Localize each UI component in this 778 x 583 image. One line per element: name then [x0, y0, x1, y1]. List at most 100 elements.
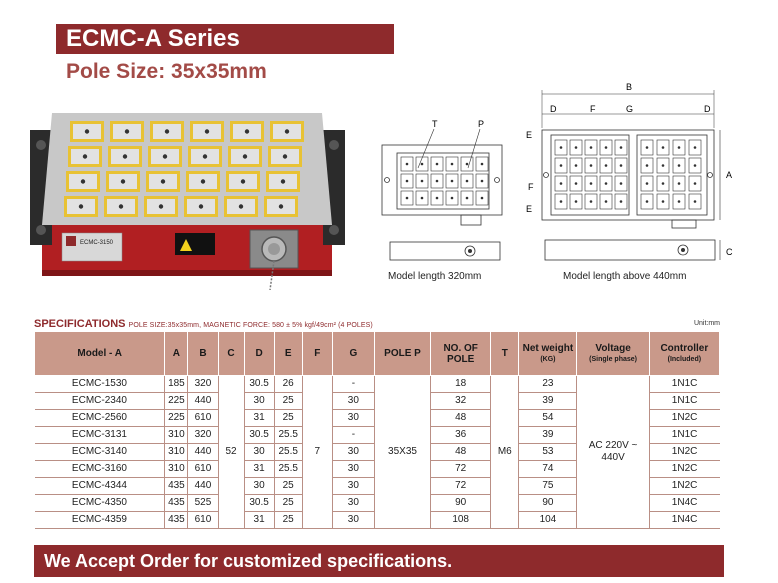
drawing-pole — [640, 157, 654, 174]
drawing-pole-hole — [435, 179, 439, 183]
cell-e: 25 — [273, 477, 303, 495]
cell-d: 30 — [243, 477, 275, 495]
cell-model: ECMC-4344 — [34, 477, 165, 495]
pole-hole — [120, 179, 126, 184]
label-a: A — [726, 170, 732, 180]
pole-hole — [242, 154, 248, 159]
cell-controller: 1N2C — [648, 477, 720, 495]
cell-no-of-pole: 48 — [430, 409, 491, 427]
cell-a: 310 — [164, 426, 188, 444]
caption-model-320: Model length 320mm — [388, 271, 482, 282]
label-p: P — [478, 119, 484, 129]
cell-model: ECMC-2340 — [34, 392, 165, 410]
cell-a: 435 — [164, 494, 188, 512]
cell-net-weight: 53 — [518, 443, 577, 461]
col-model: Model - A — [33, 331, 166, 376]
cell-b: 610 — [187, 460, 219, 478]
drawing-large-plan — [541, 129, 715, 221]
drawing-pole — [672, 157, 686, 174]
product-photo: ECMC-3150 — [30, 113, 345, 290]
col-f: F — [301, 331, 333, 376]
drawing-pole-hole — [661, 182, 665, 185]
cell-e: 25.5 — [273, 443, 303, 461]
drawing-pole-hole — [405, 196, 409, 200]
cell-controller: 1N2C — [648, 460, 720, 478]
cell-g: 30 — [331, 494, 375, 512]
drawing-pole-hole — [645, 146, 649, 149]
cell-d: 30.5 — [243, 494, 275, 512]
cell-controller: 1N4C — [648, 511, 720, 529]
cell-d: 31 — [243, 460, 275, 478]
col-voltage: Voltage(Single phase) — [576, 331, 650, 376]
col-d: D — [243, 331, 275, 376]
cell-no-of-pole: 36 — [430, 426, 491, 444]
col-net-weight-label: Net weight — [522, 342, 574, 354]
pole-hole — [240, 179, 246, 184]
caption-model-440: Model length above 440mm — [563, 271, 687, 282]
cell-net-weight: 75 — [518, 477, 577, 495]
cell-a: 435 — [164, 477, 188, 495]
col-net-weight-unit: (KG) — [540, 355, 556, 363]
cell-no-of-pole: 32 — [430, 392, 491, 410]
drawing-pole — [415, 173, 429, 189]
cell-e: 25 — [273, 511, 303, 529]
drawing-pole-hole — [420, 179, 424, 183]
drawing-pole — [584, 157, 598, 174]
col-t: T — [490, 331, 520, 376]
cell-b: 440 — [187, 392, 219, 410]
drawing-pole — [688, 193, 702, 210]
drawing-pole — [656, 157, 670, 174]
cell-net-weight: 39 — [518, 426, 577, 444]
drawing-pole — [599, 139, 613, 156]
drawing-pole — [688, 157, 702, 174]
drawing-pole — [430, 190, 444, 206]
drawing-pole — [640, 193, 654, 210]
col-c: C — [217, 331, 245, 376]
specs-subtitle: POLE SIZE:35x35mm, MAGNETIC FORCE: 580 ±… — [128, 322, 373, 329]
cell-b: 440 — [187, 443, 219, 461]
cell-t: M6 — [490, 375, 519, 529]
cell-controller: 1N4C — [648, 494, 720, 512]
drawing-pole-hole — [645, 200, 649, 203]
cell-controller: 1N2C — [648, 409, 720, 427]
cell-controller: 1N1C — [648, 426, 720, 444]
drawing-pole-hole — [450, 196, 454, 200]
drawing-pole — [672, 175, 686, 192]
cell-e: 25.5 — [273, 460, 303, 478]
cell-d: 31 — [243, 511, 275, 529]
specs-heading: SPECIFICATIONS POLE SIZE:35x35mm, MAGNET… — [34, 318, 373, 330]
col-e: E — [273, 331, 303, 376]
pole-hole — [158, 204, 164, 209]
pole-hole — [78, 204, 84, 209]
cell-b: 320 — [187, 426, 219, 444]
pole-hole — [164, 129, 170, 134]
drawing-pole-hole — [450, 179, 454, 183]
cell-model: ECMC-4350 — [34, 494, 165, 512]
drawing-pole-hole — [693, 182, 697, 185]
specs-title: SPECIFICATIONS — [34, 318, 126, 330]
drawing-pole — [400, 156, 414, 172]
drawing-pole-hole — [465, 162, 469, 166]
spec-table: Model - A A B C D E F G POLE P NO. OF PO… — [33, 331, 721, 529]
dimension-drawing: T P B D F G D A C E F E — [381, 82, 733, 261]
drawing-pole-hole — [450, 162, 454, 166]
cell-b: 320 — [187, 375, 219, 393]
drawing-pole-hole — [405, 162, 409, 166]
pole-hole — [198, 204, 204, 209]
drawing-pole — [656, 175, 670, 192]
cell-b: 610 — [187, 409, 219, 427]
cell-d: 30.5 — [243, 426, 275, 444]
drawing-pole-hole — [574, 146, 578, 149]
cell-e: 26 — [273, 375, 303, 393]
drawing-pole-hole — [405, 179, 409, 183]
cell-e: 25.5 — [273, 426, 303, 444]
drawing-pole — [460, 173, 474, 189]
cell-no-of-pole: 90 — [430, 494, 491, 512]
pole-size-title: Pole Size: 35x35mm — [66, 60, 267, 83]
pole-hole — [200, 179, 206, 184]
col-net-weight: Net weight(KG) — [518, 331, 578, 376]
drawing-pole — [569, 139, 583, 156]
cell-d: 30 — [243, 443, 275, 461]
